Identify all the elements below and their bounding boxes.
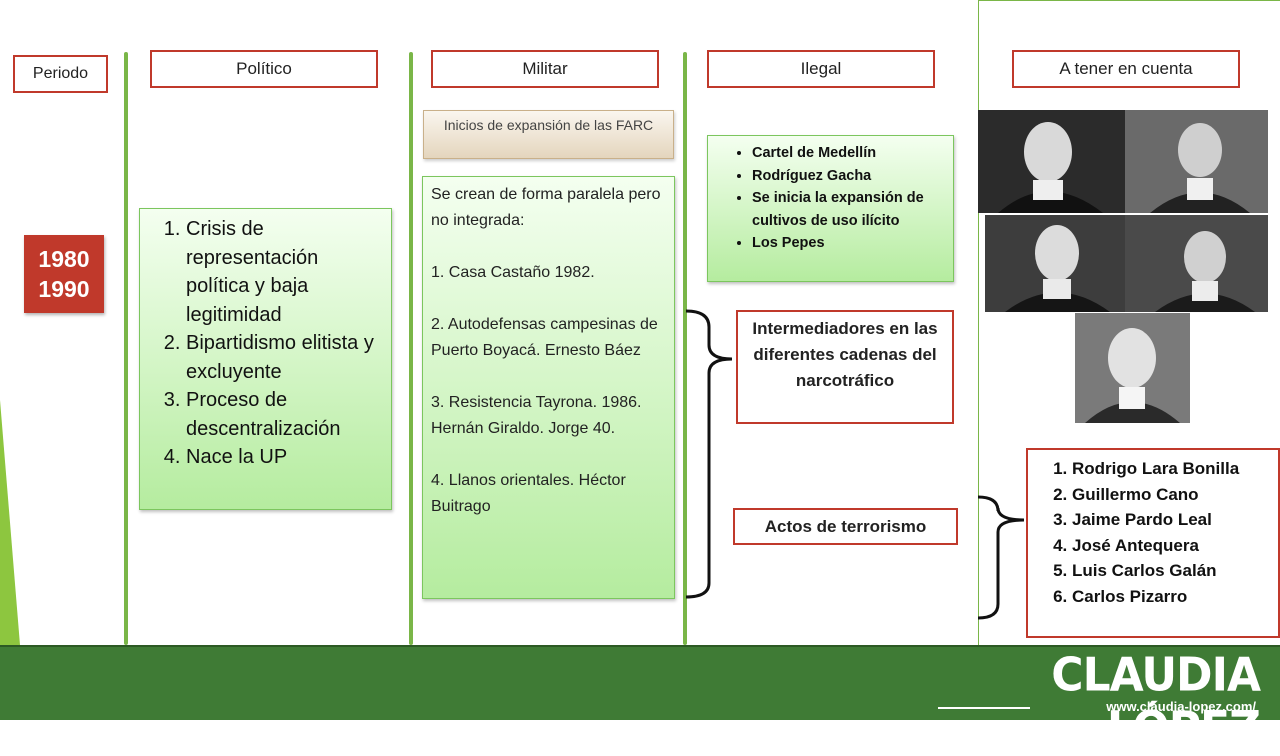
portrait-photo-3 — [985, 215, 1125, 312]
portrait-photo-4 — [1125, 215, 1268, 312]
left-accent-triangle — [0, 400, 20, 645]
list-item: Los Pepes — [752, 232, 947, 255]
ilegal-panel: Cartel de Medellín Rodríguez Gacha Se in… — [707, 135, 954, 282]
list-item: 4. Llanos orientales. Héctor Buitrago — [431, 472, 626, 515]
ilegal-list: Cartel de Medellín Rodríguez Gacha Se in… — [708, 142, 947, 255]
list-item: Rodrigo Lara Bonilla — [1072, 456, 1274, 482]
militar-intro: Se crean de forma paralela pero no integ… — [431, 186, 661, 229]
header-militar: Militar — [431, 50, 659, 88]
list-item: Se inicia la expansión de cultivos de us… — [752, 187, 947, 232]
list-item: José Antequera — [1072, 533, 1274, 559]
header-periodo: Periodo — [13, 55, 108, 93]
column-divider — [683, 52, 687, 645]
list-item: Rodríguez Gacha — [752, 165, 947, 188]
politico-list: Crisis de representación política y baja… — [144, 215, 385, 472]
bracket-militar-ilegal — [685, 309, 733, 599]
list-item: Bipartidismo elitista y excluyente — [186, 329, 385, 386]
list-item: 3. Resistencia Tayrona. 1986. Hernán Gir… — [431, 394, 642, 437]
footer-url-underline — [938, 707, 1030, 709]
list-item: Jaime Pardo Leal — [1072, 507, 1274, 533]
victims-panel: Rodrigo Lara Bonilla Guillermo Cano Jaim… — [1026, 448, 1280, 638]
victims-list: Rodrigo Lara Bonilla Guillermo Cano Jaim… — [1028, 456, 1274, 609]
right-frame — [978, 0, 1280, 645]
list-item: Luis Carlos Galán — [1072, 558, 1274, 584]
period-start: 1980 — [38, 246, 90, 272]
period-badge: 1980 1990 — [24, 235, 104, 313]
footer-url: www.claudia-lopez.com/ — [1106, 699, 1256, 714]
header-ilegal: Ilegal — [707, 50, 935, 88]
list-item: Nace la UP — [186, 443, 385, 472]
portrait-photo-2 — [1125, 110, 1268, 213]
portrait-photo-1 — [978, 110, 1125, 213]
bracket-terrorismo-victims — [977, 495, 1025, 620]
list-item: Guillermo Cano — [1072, 482, 1274, 508]
terrorismo-box: Actos de terrorismo — [733, 508, 958, 545]
intermediarios-box: Intermediadores en las diferentes cadena… — [736, 310, 954, 424]
header-politico: Político — [150, 50, 378, 88]
list-item: Crisis de representación política y baja… — [186, 215, 385, 329]
list-item: Proceso de descentralización — [186, 386, 385, 443]
militar-panel: Se crean de forma paralela pero no integ… — [422, 176, 675, 599]
column-divider — [124, 52, 128, 645]
list-item: Cartel de Medellín — [752, 142, 947, 165]
footer-bar: CLAUDIA LÓPEZ www.claudia-lopez.com/ — [0, 645, 1280, 756]
list-item: 1. Casa Castaño 1982. — [431, 264, 595, 281]
list-item: 2. Autodefensas campesinas de Puerto Boy… — [431, 316, 658, 359]
period-end: 1990 — [38, 276, 90, 302]
portrait-photo-5 — [1075, 313, 1190, 423]
farc-note: Inicios de expansión de las FARC — [423, 110, 674, 159]
column-divider — [409, 52, 413, 645]
list-item: Carlos Pizarro — [1072, 584, 1274, 610]
politico-panel: Crisis de representación política y baja… — [139, 208, 392, 510]
header-a-tener-en-cuenta: A tener en cuenta — [1012, 50, 1240, 88]
